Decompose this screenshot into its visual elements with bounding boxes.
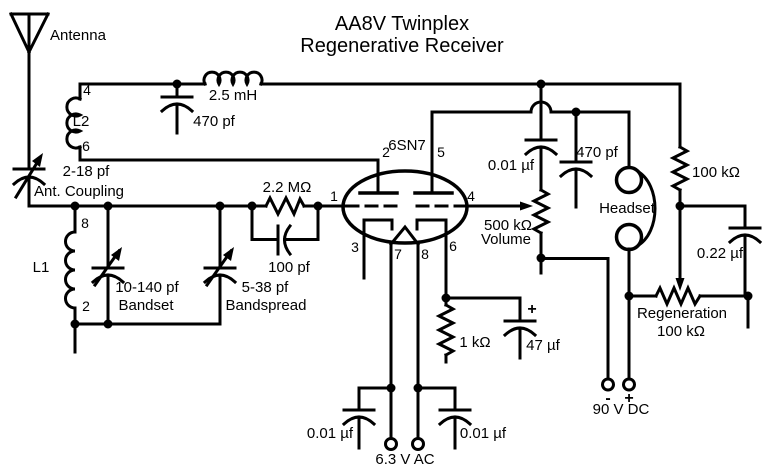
l2-label: L2	[73, 113, 90, 130]
volume-name-label: Volume	[481, 231, 531, 248]
tube-pin6-label: 6	[449, 238, 457, 254]
grid-leak-resistor-icon	[263, 194, 307, 218]
junction-dots	[70, 79, 753, 393]
coupling-cap-label: 0.01 µf	[488, 157, 535, 174]
ground-icon	[344, 448, 374, 465]
l2-pin4-label: 4	[83, 82, 91, 98]
ground-icon	[349, 278, 379, 295]
l1-pin8-label: 8	[81, 215, 89, 231]
regen-capacitor-icon	[678, 204, 763, 298]
l1-label: L1	[33, 259, 50, 276]
grid-resistor-label: 2.2 MΩ	[263, 179, 312, 196]
filter-cap-polarity-label: +	[527, 301, 536, 318]
ground-icon	[431, 362, 461, 379]
supply-terminals-icon	[539, 257, 636, 392]
l2-coil-icon	[65, 82, 84, 162]
tube-pin7-label: 7	[394, 246, 402, 262]
bandspread-name-label: Bandspread	[226, 297, 307, 314]
ground-icon	[60, 352, 90, 369]
bandspread-capacitor-icon	[202, 204, 238, 326]
grid-capacitor-icon	[250, 204, 320, 257]
supply-voltage-label: 90 V DC	[593, 401, 650, 418]
heater-cap-right-label: 0.01 µf	[460, 425, 507, 442]
tube-pin1-label: 1	[330, 188, 338, 204]
ground-icon	[561, 207, 591, 224]
plate-resistor-label: 100 kΩ	[692, 164, 740, 181]
grid-cap-label: 100 pf	[268, 259, 311, 276]
heater-terminals-icon	[384, 437, 425, 451]
supply-minus-label: -	[605, 390, 610, 407]
bandset-value-label: 10-140 pf	[115, 279, 179, 296]
ant-coupling-capacitor-icon	[11, 155, 47, 208]
bypass-capacitor-icon	[558, 110, 594, 224]
bypass-cap-label: 470 pf	[576, 144, 619, 161]
heater-bypass-right-icon	[416, 386, 473, 465]
antenna-label: Antenna	[50, 27, 107, 44]
tube-pin5-label: 5	[437, 144, 445, 160]
regen-cap-label: 0.22 µf	[697, 245, 744, 262]
tube-6sn7-icon	[78, 110, 469, 440]
ant-coupling-arrow-icon	[32, 153, 43, 167]
schematic-title-line1: AA8V Twinplex	[335, 13, 469, 35]
cathode-resistor-icon	[431, 296, 461, 379]
regen-name-label: Regeneration	[637, 305, 727, 322]
regen-potentiometer-icon	[627, 204, 763, 344]
volume-value-label: 500 kΩ	[484, 217, 532, 234]
tube-pin3-label: 3	[351, 239, 359, 255]
regen-wiper-arrow-icon	[675, 278, 685, 291]
regen-value-label: 100 kΩ	[657, 323, 705, 340]
ground-icon	[733, 327, 763, 344]
filter-capacitor-icon	[444, 296, 538, 375]
tank-capacitor-icon	[159, 82, 195, 150]
tube-label: 6SN7	[388, 137, 426, 154]
ground-icon	[505, 358, 535, 375]
ground-icon	[440, 448, 470, 465]
plate-rail-wire	[78, 70, 682, 149]
ground-icon	[162, 133, 192, 150]
rfc-label: 2.5 mH	[209, 87, 257, 104]
supply-plus-label: +	[624, 390, 633, 407]
bandspread-value-label: 5-38 pf	[242, 279, 290, 296]
rfc-coil-icon	[202, 70, 264, 88]
l1-pin2-label: 2	[82, 298, 90, 314]
antenna-icon	[9, 11, 51, 171]
ant-coupling-name-label: Ant. Coupling	[34, 183, 124, 200]
headset-icon	[614, 165, 657, 381]
bandset-name-label: Bandset	[118, 297, 174, 314]
coupling-capacitor-icon	[523, 82, 559, 192]
audio-plate-wire	[430, 100, 631, 170]
ground-icon	[526, 273, 556, 290]
cathode-resistor-label: 1 kΩ	[459, 334, 490, 351]
tube-pin4-label: 4	[467, 188, 475, 204]
heater-cap-left-label: 0.01 µf	[307, 425, 354, 442]
filter-cap-label: 47 µf	[526, 337, 560, 354]
heater-supply-label: 6.3 V AC	[375, 451, 434, 468]
tank-cap-label: 470 pf	[193, 113, 236, 130]
heater-bypass-left-icon	[341, 386, 393, 465]
arrowheads	[32, 153, 685, 291]
bandspread-arrow-icon	[223, 247, 234, 261]
bandset-arrow-icon	[111, 247, 122, 261]
tube-pin8-label: 8	[421, 246, 429, 262]
plate-resistor-icon	[669, 144, 691, 208]
ant-coupling-value-label: 2-18 pf	[63, 163, 111, 180]
tube-pin2-label: 2	[382, 144, 390, 160]
volume-wiper-arrow-icon	[520, 201, 533, 211]
schematic-title-line2: Regenerative Receiver	[300, 35, 504, 57]
headset-label: Headset	[599, 200, 656, 217]
l2-pin6-label: 6	[82, 138, 90, 154]
